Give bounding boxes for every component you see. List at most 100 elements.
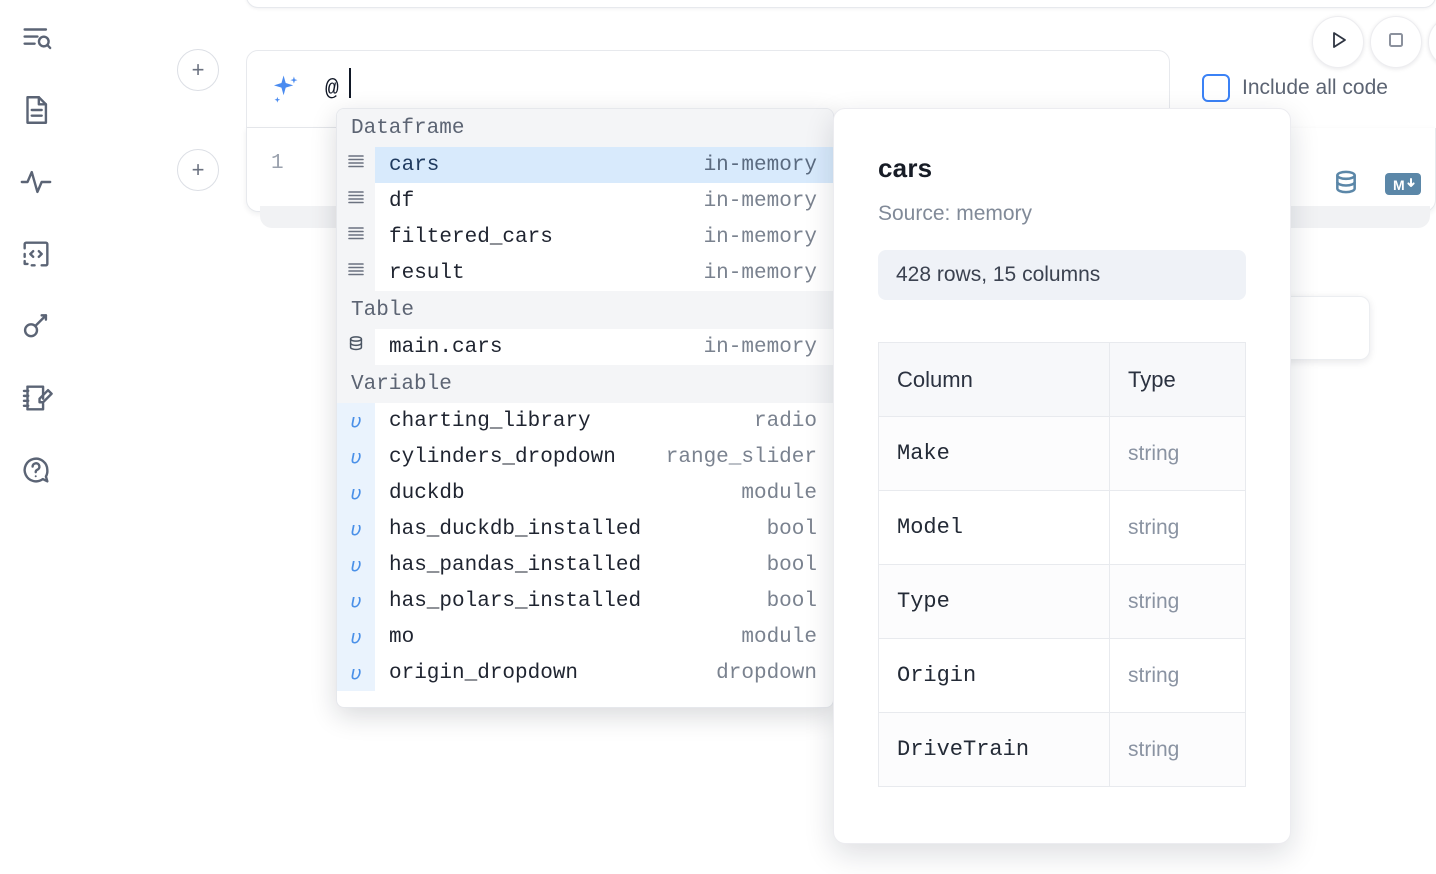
key-secrets-icon xyxy=(19,309,53,343)
more-button[interactable] xyxy=(1428,16,1436,68)
sidebar-item-outline-search[interactable] xyxy=(12,14,60,62)
autocomplete-item[interactable]: df in-memory xyxy=(337,183,833,219)
variable-icon: υ xyxy=(350,662,362,684)
autocomplete-item-type: bool xyxy=(766,589,817,613)
autocomplete-item[interactable]: υ has_duckdb_installed bool xyxy=(337,511,833,547)
autocomplete-item-icon: υ xyxy=(337,547,375,583)
autocomplete-item-type: module xyxy=(741,481,817,505)
autocomplete-item-type: in-memory xyxy=(703,189,817,213)
text-caret xyxy=(349,68,351,98)
autocomplete-item[interactable]: υ origin_dropdown dropdown xyxy=(337,655,833,691)
autocomplete-item-type: bool xyxy=(766,517,817,541)
autocomplete-item-icon: υ xyxy=(337,475,375,511)
database-icon[interactable] xyxy=(1330,168,1362,205)
autocomplete-group-header: Dataframe xyxy=(337,109,833,147)
rows-icon xyxy=(346,152,366,179)
autocomplete-item-name: main.cars xyxy=(389,335,503,359)
autocomplete-item[interactable]: υ duckdb module xyxy=(337,475,833,511)
autocomplete-item-icon: υ xyxy=(337,511,375,547)
autocomplete-item-name: has_pandas_installed xyxy=(389,553,642,577)
preview-source: Source: memory xyxy=(878,202,1033,225)
include-all-code-checkbox[interactable] xyxy=(1202,74,1230,102)
schema-column-name: DriveTrain xyxy=(878,712,1110,787)
help-chat-icon xyxy=(19,453,53,487)
autocomplete-item-icon xyxy=(337,255,375,291)
variable-icon: υ xyxy=(350,626,362,648)
schema-column-name: Model xyxy=(878,490,1110,565)
preview-shape-badge: 428 rows, 15 columns xyxy=(878,250,1246,300)
autocomplete-item-name: df xyxy=(389,189,415,213)
autocomplete-item[interactable]: υ cylinders_dropdown range_slider xyxy=(337,439,833,475)
autocomplete-item-name: result xyxy=(389,261,465,285)
cell-output-icons: M xyxy=(1330,168,1422,205)
add-cell-button-top[interactable]: + xyxy=(177,49,219,91)
autocomplete-item-name: cylinders_dropdown xyxy=(389,445,616,469)
sidebar-rail xyxy=(0,0,72,874)
autocomplete-item-name: charting_library xyxy=(389,409,591,433)
run-button[interactable] xyxy=(1312,16,1364,68)
autocomplete-item-name: has_polars_installed xyxy=(389,589,642,613)
scratchpad-edit-icon xyxy=(19,381,53,415)
autocomplete-item-type: range_slider xyxy=(665,445,817,469)
schema-column-name: Make xyxy=(878,416,1110,491)
variable-icon: υ xyxy=(350,590,362,612)
autocomplete-item-name: origin_dropdown xyxy=(389,661,579,685)
sidebar-item-snippets[interactable] xyxy=(12,230,60,278)
autocomplete-item-icon xyxy=(337,329,375,365)
autocomplete-group-header: Variable xyxy=(337,365,833,403)
variable-icon: υ xyxy=(350,446,362,468)
sidebar-item-help[interactable] xyxy=(12,446,60,494)
rows-icon xyxy=(346,260,366,287)
schema-column-type: string xyxy=(1109,638,1246,713)
schema-column-type: string xyxy=(1109,564,1246,639)
autocomplete-item-icon xyxy=(337,147,375,183)
ai-prompt-input[interactable] xyxy=(325,76,1169,102)
autocomplete-item-icon: υ xyxy=(337,439,375,475)
sidebar-item-file-document[interactable] xyxy=(12,86,60,134)
autocomplete-item-icon: υ xyxy=(337,583,375,619)
autocomplete-item-type: in-memory xyxy=(703,335,817,359)
autocomplete-item[interactable]: main.cars in-memory xyxy=(337,329,833,365)
autocomplete-item-type: dropdown xyxy=(716,661,817,685)
sparkle-icon xyxy=(267,71,303,107)
markdown-icon[interactable]: M xyxy=(1384,170,1422,203)
column-header-column: Column xyxy=(878,342,1110,417)
autocomplete-item[interactable]: υ has_polars_installed bool xyxy=(337,583,833,619)
variable-icon: υ xyxy=(350,518,362,540)
add-cell-button-bottom[interactable]: + xyxy=(177,149,219,191)
autocomplete-item-type: in-memory xyxy=(703,225,817,249)
autocomplete-item-name: filtered_cars xyxy=(389,225,553,249)
autocomplete-item[interactable]: filtered_cars in-memory xyxy=(337,219,833,255)
sidebar-item-activity[interactable] xyxy=(12,158,60,206)
rows-icon xyxy=(346,188,366,215)
schema-column-type: string xyxy=(1109,712,1246,787)
autocomplete-item-name: duckdb xyxy=(389,481,465,505)
variable-icon: υ xyxy=(350,554,362,576)
schema-column-type: string xyxy=(1109,490,1246,565)
schema-column-name: Type xyxy=(878,564,1110,639)
autocomplete-item-name: has_duckdb_installed xyxy=(389,517,642,541)
sidebar-item-secrets[interactable] xyxy=(12,302,60,350)
variable-icon: υ xyxy=(350,410,362,432)
variable-icon: υ xyxy=(350,482,362,504)
schema-column-type: string xyxy=(1109,416,1246,491)
previous-cell-card xyxy=(246,0,1436,8)
sidebar-item-scratchpad[interactable] xyxy=(12,374,60,422)
autocomplete-item-name: mo xyxy=(389,625,415,649)
file-document-icon xyxy=(19,93,53,127)
include-all-code-row[interactable]: Include all code xyxy=(1202,74,1388,102)
autocomplete-group-header: Table xyxy=(337,291,833,329)
stop-button[interactable] xyxy=(1370,16,1422,68)
autocomplete-item-type: in-memory xyxy=(703,153,817,177)
table-header-row: Column Type xyxy=(878,342,1246,417)
